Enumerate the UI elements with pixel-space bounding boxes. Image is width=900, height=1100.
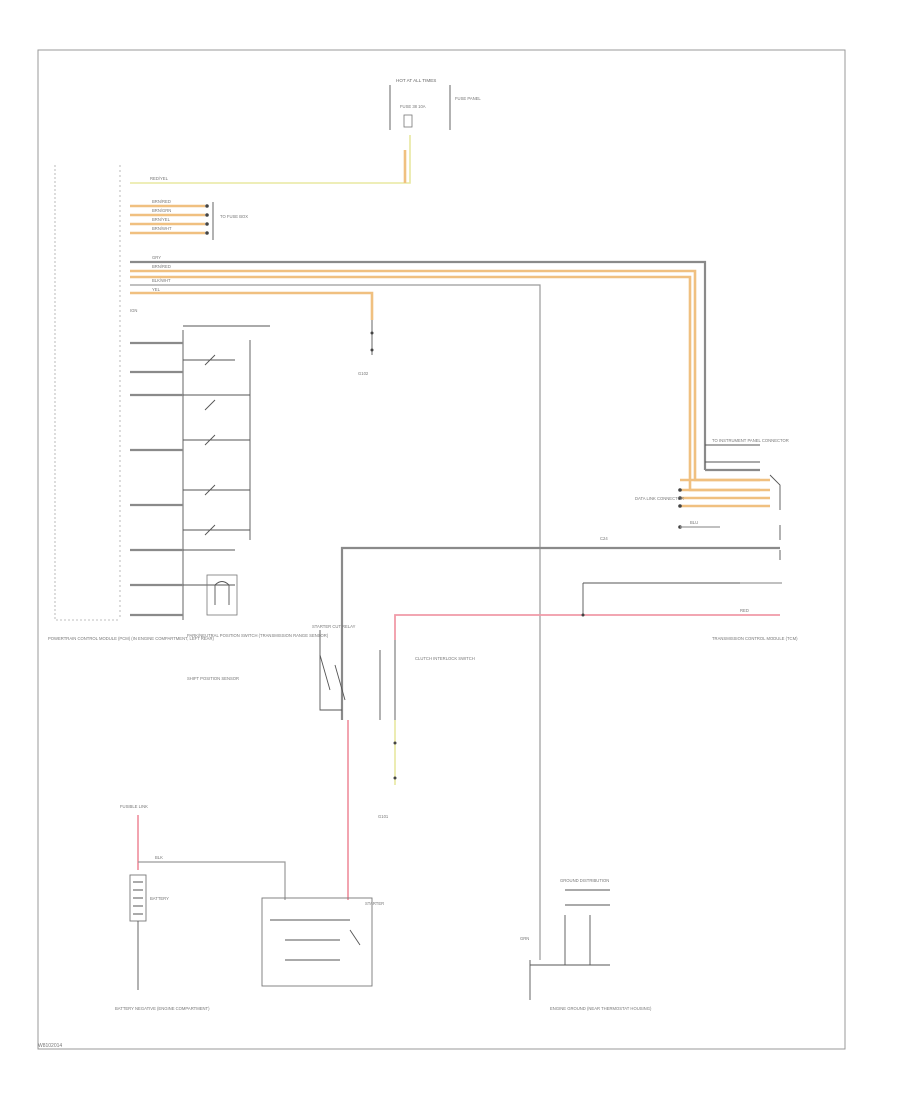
ground-center-label: G102 xyxy=(358,371,369,376)
wire-red-label: RED xyxy=(740,608,749,613)
ext-module-label: TO INSTRUMENT PANEL CONNECTOR xyxy=(712,438,789,443)
ground-dot xyxy=(393,776,397,780)
ign-label: IGN xyxy=(130,308,137,313)
ground-dot xyxy=(393,741,397,745)
shift-position-label: SHIFT POSITION SENSOR xyxy=(187,676,239,681)
diagram-frame xyxy=(37,49,846,1050)
starter-label: STARTER xyxy=(365,901,384,906)
wire-red-main xyxy=(394,614,780,640)
data-link-label: DATA LINK CONNECTOR xyxy=(635,496,684,501)
wire-orange-long-1 xyxy=(130,269,760,482)
center-component xyxy=(379,640,396,720)
wire-blk-label: BLK xyxy=(155,855,163,860)
wire-orange-short xyxy=(130,291,374,320)
ground-bottom-label: BATTERY NEGATIVE (ENGINE COMPARTMENT) xyxy=(115,1006,210,1011)
wire-brn-wht-label: BRN/WHT xyxy=(152,226,172,231)
switch-block-label: PARK/NEUTRAL POSITION SWITCH (TRANSMISSI… xyxy=(187,633,329,638)
left-module-label: POWERTRAIN CONTROL MODULE (PCM) (IN ENGI… xyxy=(48,636,214,641)
wire-gray-relay xyxy=(340,546,780,720)
footer-code: W8102014 xyxy=(38,1043,63,1049)
ground-dot xyxy=(370,348,374,352)
clutch-switch-label: CLUTCH INTERLOCK SWITCH xyxy=(415,656,475,661)
fuse-panel-label: FUSE PANEL xyxy=(455,96,481,101)
right-ground-frame xyxy=(565,889,610,906)
wire-yellow-top xyxy=(130,135,411,184)
fusible-link-label: FUSIBLE LINK xyxy=(120,804,148,809)
switch-contacts xyxy=(183,354,250,586)
starter-body xyxy=(261,897,373,987)
to-fuse-label: TO FUSE BOX xyxy=(220,214,248,219)
right-module-label: TRANSMISSION CONTROL MODULE (TCM) xyxy=(712,636,798,641)
wire-yel-label: YEL xyxy=(152,287,161,292)
right-connector-end xyxy=(769,474,781,560)
battery-plates xyxy=(133,881,143,915)
right-ground-leads xyxy=(529,915,610,1000)
splice-dot xyxy=(205,222,209,226)
wire-blu-label: BLU xyxy=(690,520,698,525)
ground-right-label: ENGINE GROUND (NEAR THERMOSTAT HOUSING) xyxy=(550,1006,652,1011)
relay-contact xyxy=(319,654,346,701)
wire-brn-red-label: BRN/RED xyxy=(152,199,171,204)
splice-dot xyxy=(205,204,209,208)
splice-dot xyxy=(205,213,209,217)
splice-dot xyxy=(678,504,682,508)
splice-dot xyxy=(678,488,682,492)
battery-label: BATTERY xyxy=(150,896,169,901)
splice-dot xyxy=(581,613,585,617)
ground-g101-label: G101 xyxy=(378,814,389,819)
right-connector-frame xyxy=(705,444,760,463)
switch-block-frame xyxy=(182,325,270,620)
hot-label: HOT AT ALL TIMES xyxy=(396,78,436,83)
starter-relay-label: STARTER CUT RELAY xyxy=(312,624,356,629)
wire-brn-label: BRN/RED xyxy=(152,264,171,269)
starter-internals xyxy=(270,919,361,961)
right-wire-stub xyxy=(582,582,740,615)
wire-gry-label: GRY xyxy=(152,255,161,260)
splice-dot xyxy=(678,496,682,500)
fuse-label: FUSE 38 10A xyxy=(400,104,426,109)
left-module-outline xyxy=(54,165,120,621)
wire-grn-label: GRN xyxy=(520,936,529,941)
ground-dist-label: GROUND DISTRIBUTION xyxy=(560,878,609,883)
shift-sensor-box xyxy=(206,574,238,616)
fuse-symbol xyxy=(403,114,413,128)
wire-gray-long xyxy=(130,260,707,470)
splice-dot xyxy=(205,231,209,235)
wire-red-yel-label: RED/YEL xyxy=(150,176,169,181)
fuse-panel-bracket xyxy=(389,85,451,130)
shift-sensor-symbol xyxy=(214,581,230,605)
wire-battery-starter xyxy=(138,861,286,900)
wire-brn-grn-label: BRN/GRN xyxy=(152,208,171,213)
ground-dot xyxy=(370,331,374,335)
wire-orange-long-2 xyxy=(130,275,760,492)
wire-blk-wht-label: BLK/WHT xyxy=(152,278,171,283)
starter-relay-frame xyxy=(319,630,342,711)
wire-gray-thin xyxy=(130,284,541,960)
conn-c24-label: C24 xyxy=(600,536,608,541)
wire-brn-yel-label: BRN/YEL xyxy=(152,217,171,222)
